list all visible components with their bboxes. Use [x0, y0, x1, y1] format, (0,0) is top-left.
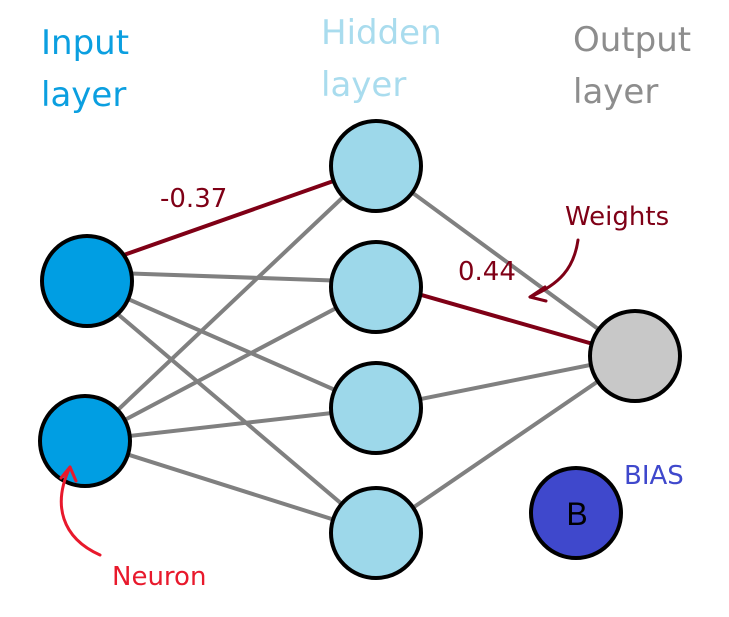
edge-in2-h3 — [83, 406, 378, 443]
neuron-arrow-icon — [59, 465, 102, 557]
edge-in1-h2 — [85, 270, 378, 284]
edge-in2-h1 — [83, 164, 378, 443]
output-neuron — [588, 309, 682, 403]
weight-edge-in1-h1 — [85, 164, 378, 270]
connections — [83, 164, 637, 535]
weights-annotation: Weights — [565, 202, 669, 232]
edge-in1-h4 — [85, 286, 378, 535]
input-neuron-2 — [38, 394, 132, 488]
bias-node-letter: B — [566, 496, 587, 532]
weight-value-mid: 0.44 — [458, 257, 516, 287]
weight-value-top: -0.37 — [160, 184, 227, 214]
bias-node — [529, 466, 623, 560]
hidden-neuron-2 — [329, 240, 423, 334]
hidden-layer-title-line2: layer — [321, 65, 406, 105]
edge-in1-h3 — [85, 279, 378, 410]
edge-h4-out — [374, 354, 637, 535]
edge-in2-h2 — [83, 285, 378, 443]
hidden-layer-title-line1: Hidden — [321, 13, 442, 53]
neuron-annotation: Neuron — [112, 562, 206, 592]
edge-h1-out — [374, 164, 637, 358]
weights-arrow-icon — [528, 238, 580, 303]
input-layer-title-line2: layer — [41, 75, 126, 115]
edge-in2-h4 — [83, 439, 378, 535]
output-layer-title-line1: Output — [573, 20, 691, 60]
input-layer-title-line1: Input — [41, 23, 129, 63]
hidden-neuron-1 — [329, 119, 423, 213]
bias-annotation: BIAS — [624, 461, 684, 491]
hidden-neuron-4 — [329, 486, 423, 580]
input-neuron-1 — [40, 234, 134, 328]
hidden-neuron-3 — [329, 361, 423, 455]
output-layer-title-line2: layer — [573, 72, 658, 112]
